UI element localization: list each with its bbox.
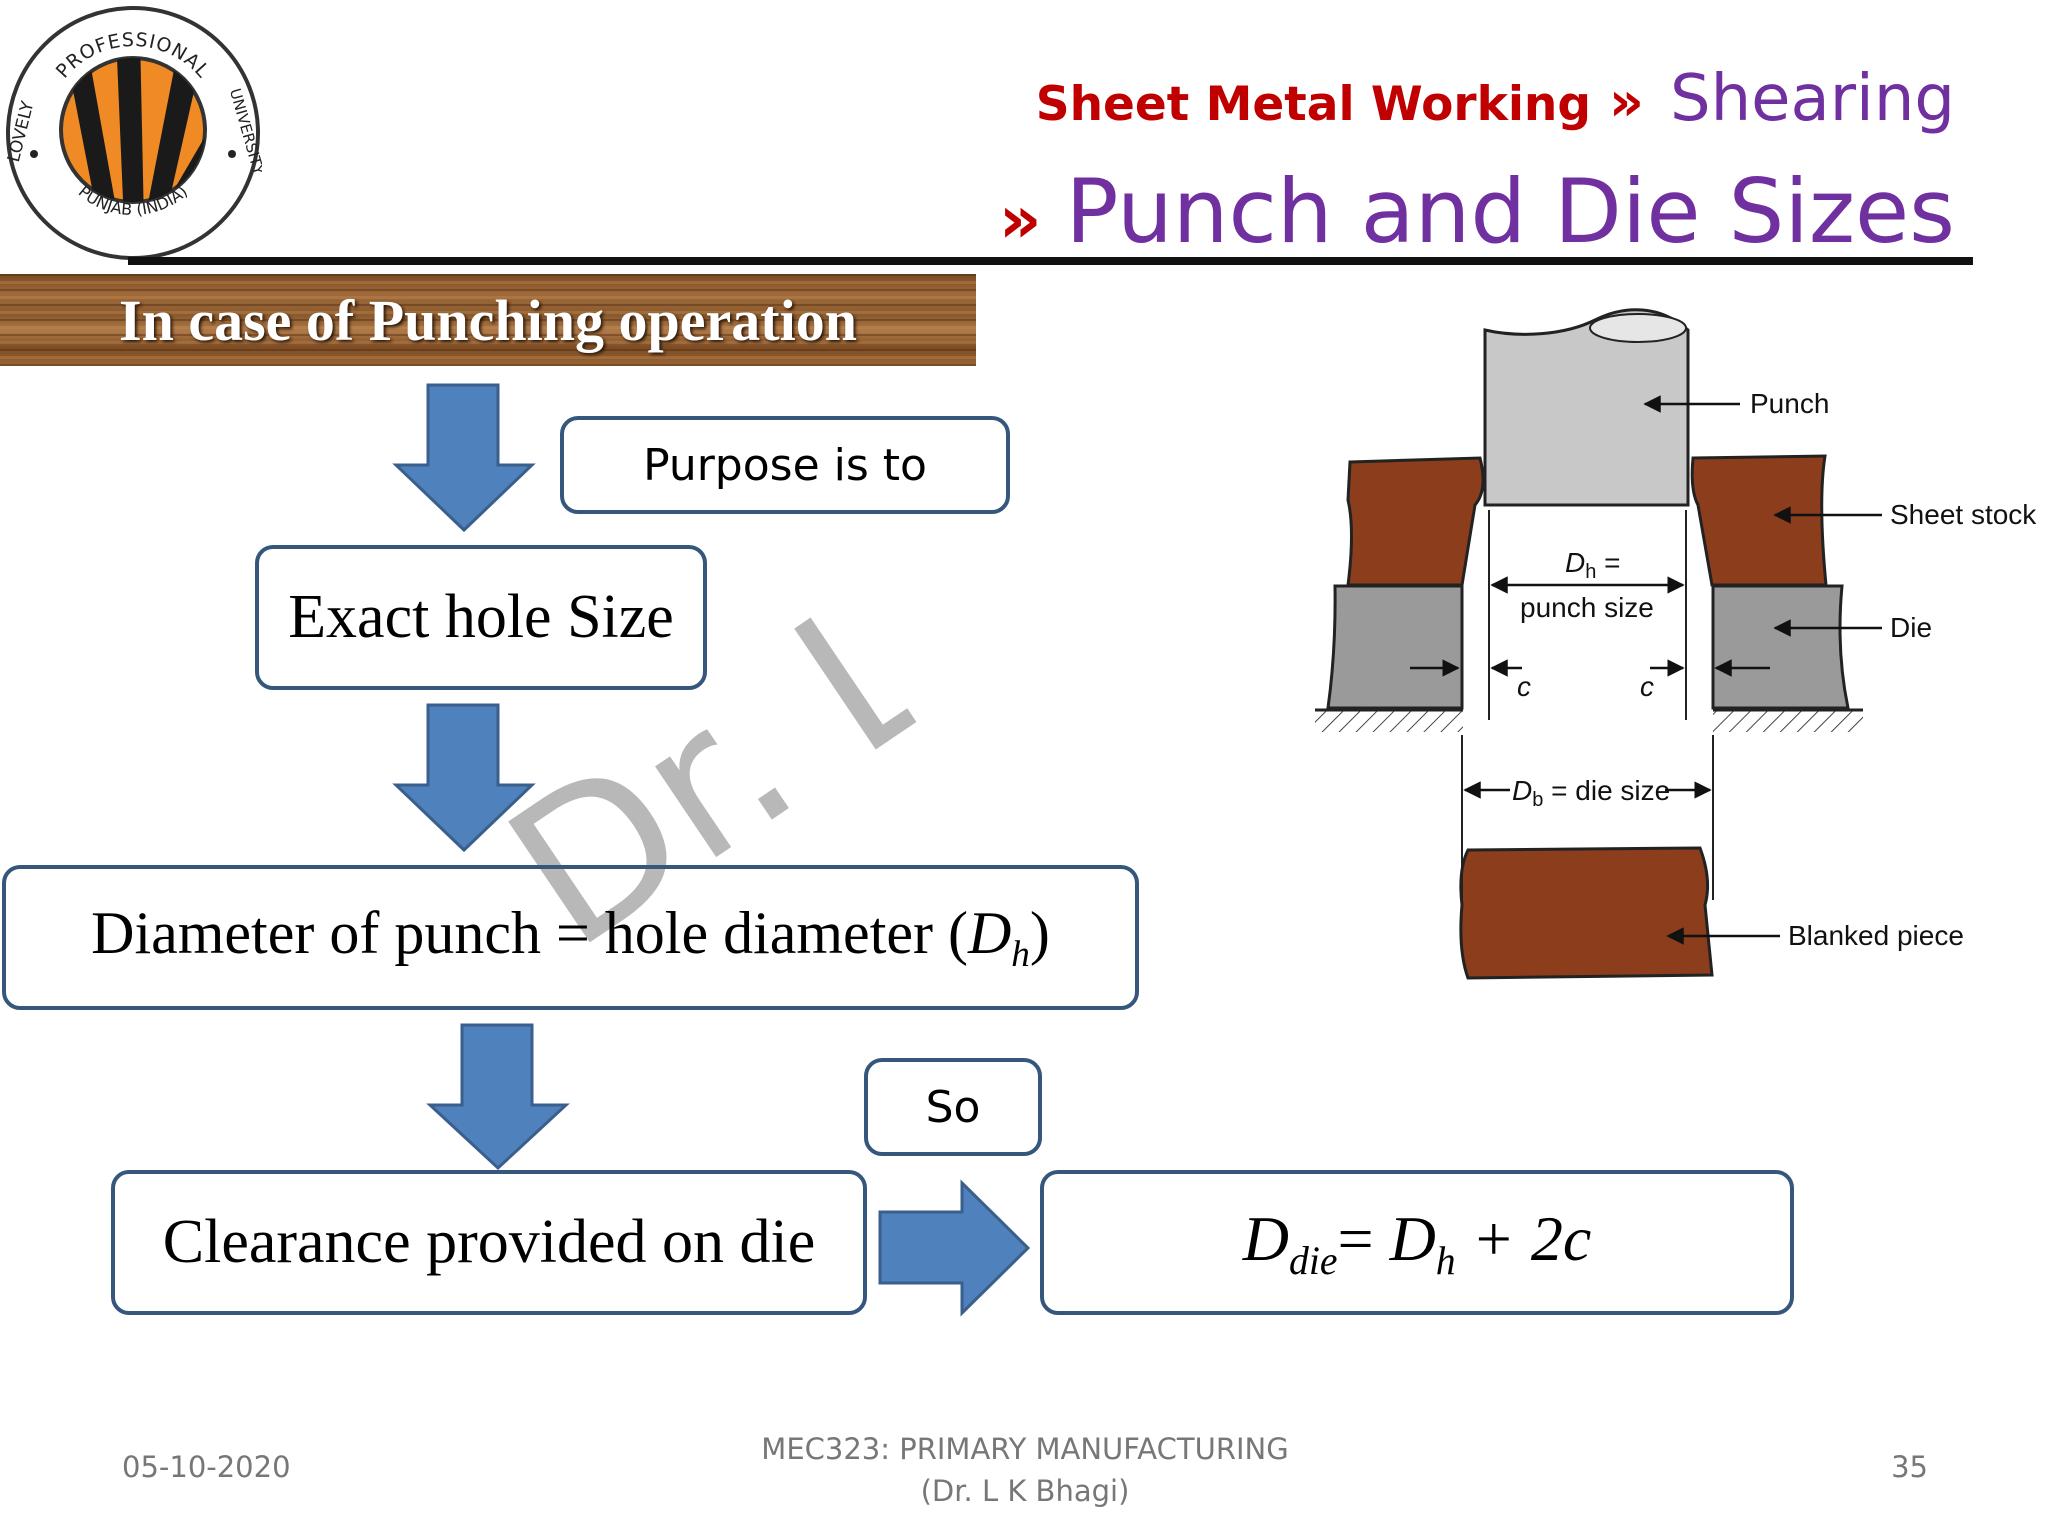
diameter-text: Diameter of punch = hole diameter (Dh) [91, 899, 1050, 976]
label-clearance-right: c [1640, 671, 1654, 702]
formula-tail: + 2c [1455, 1202, 1592, 1274]
footer-course-name: MEC323: PRIMARY MANUFACTURING [761, 1432, 1289, 1466]
breadcrumb-subtopic: Shearing [1669, 62, 1955, 136]
footer-date: 05-10-2020 [122, 1450, 291, 1484]
formula-rhs-sub: h [1435, 1238, 1456, 1283]
so-box: So [864, 1058, 1042, 1156]
footer-course: MEC323: PRIMARY MANUFACTURING (Dr. L K B… [700, 1428, 1350, 1512]
hole-size-box: Exact hole Size [255, 545, 707, 690]
page-title: Punch and Die Sizes [1065, 160, 1955, 263]
university-logo: PROFESSIONAL LOVELY UNIVERSITY PUNJAB (I… [4, 6, 262, 260]
so-text: So [925, 1081, 981, 1133]
breadcrumb: Sheet Metal Working » Shearing [1036, 62, 1955, 136]
clearance-box: Clearance provided on die [111, 1170, 867, 1315]
footer-page-number: 35 [1891, 1450, 1928, 1484]
die-right [1711, 584, 1850, 710]
diameter-suffix: ) [1029, 899, 1050, 966]
title-underline [128, 257, 1973, 265]
label-dh-symbol: D [1565, 547, 1585, 578]
hole-size-text: Exact hole Size [288, 583, 674, 651]
label-db-symbol: D [1512, 775, 1532, 806]
label-punch: Punch [1750, 388, 1829, 419]
label-punch-size: punch size [1520, 592, 1654, 623]
formula-eq: = [1337, 1202, 1390, 1274]
blanked-piece [1459, 846, 1714, 980]
down-arrow-3 [426, 1023, 570, 1171]
label-dh: Dh = [1565, 547, 1621, 583]
footer-author: (Dr. L K Bhagi) [920, 1474, 1130, 1508]
formula-rhs: D [1389, 1202, 1436, 1274]
punch-die-diagram: Punch Sheet stock Die Blanked piece Dh =… [1315, 308, 2037, 980]
title-separator: » [998, 181, 1042, 258]
title-row: » Punch and Die Sizes [999, 160, 1955, 263]
clearance-text: Clearance provided on die [162, 1208, 816, 1276]
label-die: Die [1890, 612, 1932, 643]
down-arrow-1 [392, 383, 536, 533]
right-arrow [878, 1179, 1031, 1317]
breadcrumb-topic: Sheet Metal Working [1035, 77, 1592, 132]
formula-lhs: D [1242, 1202, 1289, 1274]
breadcrumb-separator: » [1609, 70, 1644, 133]
sheet-right [1690, 454, 1828, 587]
label-clearance-left: c [1517, 671, 1531, 702]
formula: Ddie= Dh + 2c [1243, 1202, 1591, 1284]
banner-text: In case of Punching operation [119, 287, 857, 353]
section-banner: In case of Punching operation [0, 274, 976, 366]
diameter-symbol: D [967, 899, 1012, 966]
label-db-text: = die size [1543, 775, 1670, 806]
sheet-left [1346, 456, 1485, 587]
label-dh-sub: h [1585, 561, 1596, 583]
die-left [1326, 584, 1464, 710]
label-dh-eq: = [1596, 547, 1620, 578]
formula-lhs-sub: die [1289, 1238, 1338, 1283]
purpose-box: Purpose is to [560, 416, 1010, 514]
purpose-text: Purpose is to [643, 439, 927, 491]
label-db-sub: b [1532, 789, 1543, 811]
formula-box: Ddie= Dh + 2c [1040, 1170, 1794, 1315]
label-db: Db = die size [1512, 775, 1670, 811]
label-blanked-piece: Blanked piece [1788, 920, 1964, 951]
diameter-box: Diameter of punch = hole diameter (Dh) [2, 865, 1139, 1010]
label-sheet-stock: Sheet stock [1890, 499, 2037, 530]
diameter-prefix: Diameter of punch = hole diameter ( [91, 899, 968, 966]
diameter-subscript: h [1011, 934, 1030, 975]
